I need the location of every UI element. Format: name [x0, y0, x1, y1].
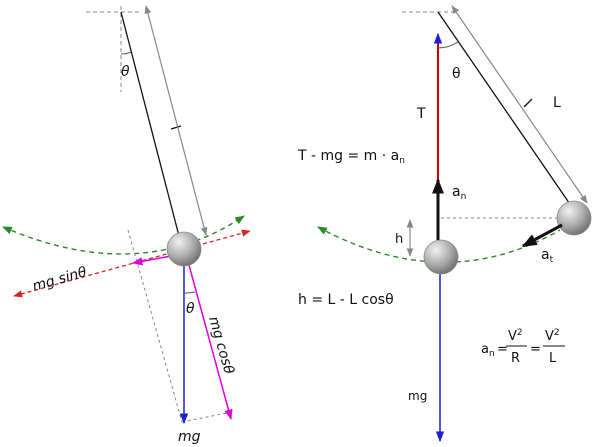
accel-eq1: = — [497, 342, 508, 357]
right-at-label: at — [541, 247, 554, 265]
left-length-tick — [170, 125, 182, 130]
accel-den1: R — [511, 351, 520, 366]
left-bob — [166, 231, 202, 267]
left-mg-cos-vector — [185, 253, 233, 421]
accel-an: an — [481, 342, 495, 359]
left-cos-guide-bottom — [181, 411, 233, 423]
right-tension-equation: T - mg = m · an — [297, 148, 405, 166]
right-T-label: T — [416, 106, 426, 122]
right-swing-string — [437, 11, 575, 211]
right-mg-label: mg — [408, 389, 427, 403]
right-at-vector — [521, 223, 563, 248]
left-mg-label: mg — [178, 429, 201, 445]
left-swing-path — [2, 215, 245, 255]
left-length-arrow — [144, 5, 208, 236]
right-an-label: an — [452, 184, 466, 202]
left-theta2-arc — [183, 291, 196, 294]
accel-eq2: = — [530, 342, 541, 357]
left-string — [120, 11, 180, 237]
right-length-tick — [523, 98, 533, 108]
left-mg-sin-label: mg sinθ — [31, 264, 89, 295]
right-h-label: h — [395, 232, 403, 247]
left-theta-arc — [120, 51, 133, 55]
right-length-arrow — [451, 5, 588, 204]
right-theta-arc — [437, 41, 459, 49]
right-accel-equation: an = V2 R = V2 L — [481, 328, 565, 366]
accel-v1: V2 — [508, 328, 523, 344]
right-theta-label: θ — [452, 66, 461, 82]
left-theta-label: θ — [121, 64, 130, 80]
accel-den2: L — [549, 351, 557, 366]
right-height-equation: h = L - L cosθ — [298, 292, 394, 308]
accel-v2: V2 — [545, 328, 560, 344]
right-swing-bob — [556, 200, 592, 236]
left-theta2-label: θ — [186, 301, 195, 317]
right-L-label: L — [553, 95, 561, 111]
left-pendulum: θ θ mg sinθ mg cosθ mg — [2, 5, 251, 445]
right-pendulum: θ L T an T - mg = m · an h mg at h = L -… — [297, 5, 592, 443]
right-bottom-bob — [423, 239, 459, 275]
left-mg-cos-label: mg cosθ — [205, 315, 237, 377]
